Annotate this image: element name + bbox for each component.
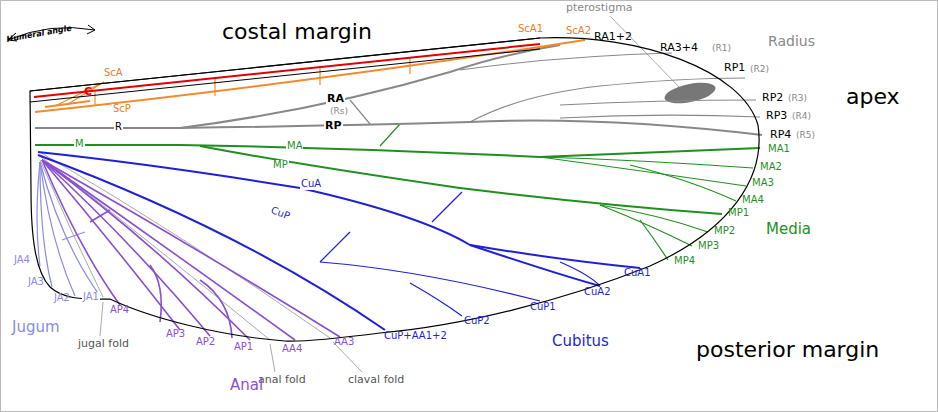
margin-label: posterior margin	[696, 338, 879, 361]
region-label: Jugum	[12, 320, 60, 336]
vein-label: CuA1	[624, 268, 651, 279]
margin-label: apex	[846, 85, 900, 108]
vein-label: RA3+4	[660, 42, 698, 54]
vein-label: MP2	[714, 226, 735, 237]
fold-label: claval fold	[348, 374, 404, 386]
region-label: Anal	[230, 378, 263, 394]
part-label: pterostigma	[566, 2, 633, 14]
vein-label: MA1	[768, 144, 790, 155]
vein-label: (R3)	[788, 94, 807, 103]
vein-label: AA3	[334, 337, 354, 348]
vein-label: JA1	[82, 292, 100, 303]
vein-label: MP	[272, 160, 289, 171]
vein-label: MA	[286, 141, 303, 152]
media-veins	[35, 145, 760, 214]
vein-label: MP4	[674, 256, 695, 267]
vein-label: JA4	[14, 255, 30, 266]
vein-label: RP4	[770, 129, 791, 141]
vein-label: (R4)	[792, 112, 811, 121]
vein-label: CuP2	[464, 316, 490, 327]
vein-label: M	[74, 139, 85, 150]
pterostigma-spot	[663, 79, 718, 107]
fold-label: anal fold	[258, 374, 306, 386]
vein-label: CuA	[300, 179, 322, 190]
wing-outline	[30, 38, 759, 341]
cubitus-veins	[38, 152, 640, 330]
vein-label: CuP1	[530, 302, 556, 313]
fold-label: jugal fold	[78, 338, 129, 350]
region-label: Cubitus	[552, 334, 609, 350]
vein-label: ScA2	[566, 26, 591, 37]
vein-label: ScA1	[518, 24, 543, 35]
vein-label: C	[84, 86, 92, 98]
vein-label: CuP+AA1+2	[384, 331, 447, 342]
vein-label: MA4	[742, 195, 764, 206]
vein-label: RP	[324, 120, 343, 132]
vein-label: CuP	[268, 205, 292, 222]
vein-label: RA	[326, 93, 345, 105]
vein-label: CuA2	[584, 287, 611, 298]
vein-label: RP2	[762, 92, 783, 104]
vein-label: AA4	[282, 344, 302, 355]
vein-label: (R5)	[796, 131, 815, 140]
vein-label: JA2	[54, 293, 70, 304]
vein-label: ScA	[104, 68, 123, 79]
vein-label: R	[114, 122, 123, 133]
vein-label: AP1	[234, 342, 253, 353]
vein-label: MA2	[760, 162, 782, 173]
region-label: Radius	[768, 34, 815, 49]
vein-label: MP3	[698, 241, 719, 252]
vein-label: (Rs)	[330, 107, 348, 116]
vein-label: RP1	[724, 62, 745, 74]
vein-label: RA1+2	[594, 31, 632, 43]
vein-label: RP3	[766, 110, 787, 122]
vein-label: AP4	[110, 305, 129, 316]
vein-label: MA3	[752, 178, 774, 189]
costa-vein	[34, 44, 540, 97]
subcosta-veins	[35, 40, 585, 112]
vein-label: AP2	[196, 337, 215, 348]
angle-label: Humeral angle	[6, 25, 72, 45]
vein-label: JA3	[28, 277, 44, 288]
vein-label: ScP	[112, 104, 132, 115]
vein-label: MP1	[728, 208, 749, 219]
vein-label: AP3	[166, 329, 185, 340]
vein-label: (R2)	[750, 65, 769, 74]
region-label: Media	[766, 222, 811, 238]
jugal-veins	[37, 162, 100, 296]
vein-label: (R1)	[712, 44, 731, 53]
margin-label: costal margin	[222, 20, 372, 43]
